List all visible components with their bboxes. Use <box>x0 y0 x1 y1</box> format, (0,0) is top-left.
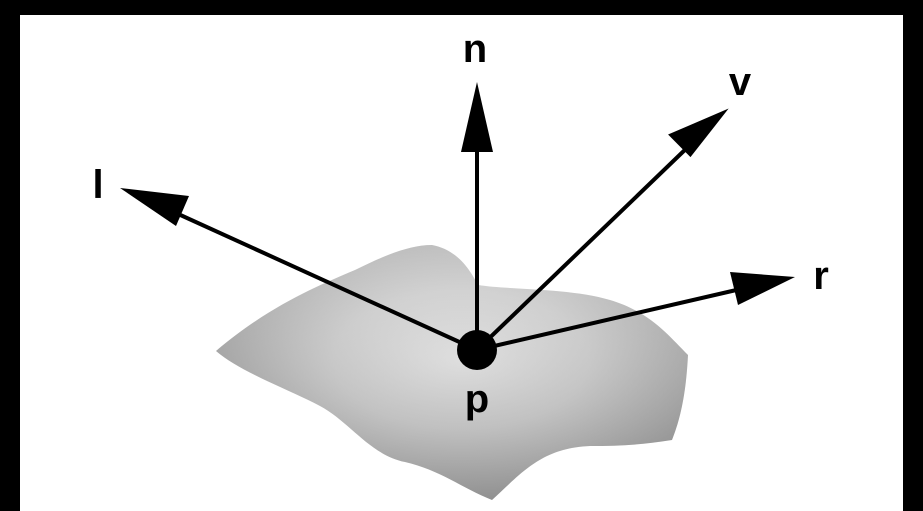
vector-n-arrow <box>461 82 493 350</box>
surface-patch <box>216 245 688 500</box>
vector-r-label: r <box>813 254 829 298</box>
vector-v-arrow <box>475 108 729 352</box>
vector-l-arrow <box>120 188 478 352</box>
vector-r-arrow <box>476 272 795 352</box>
vector-v-label: v <box>729 60 752 104</box>
vector-l-label: l <box>92 163 103 207</box>
point-p-label: p <box>465 377 489 421</box>
point-p-dot <box>457 330 497 370</box>
vector-n-label: n <box>463 27 487 71</box>
